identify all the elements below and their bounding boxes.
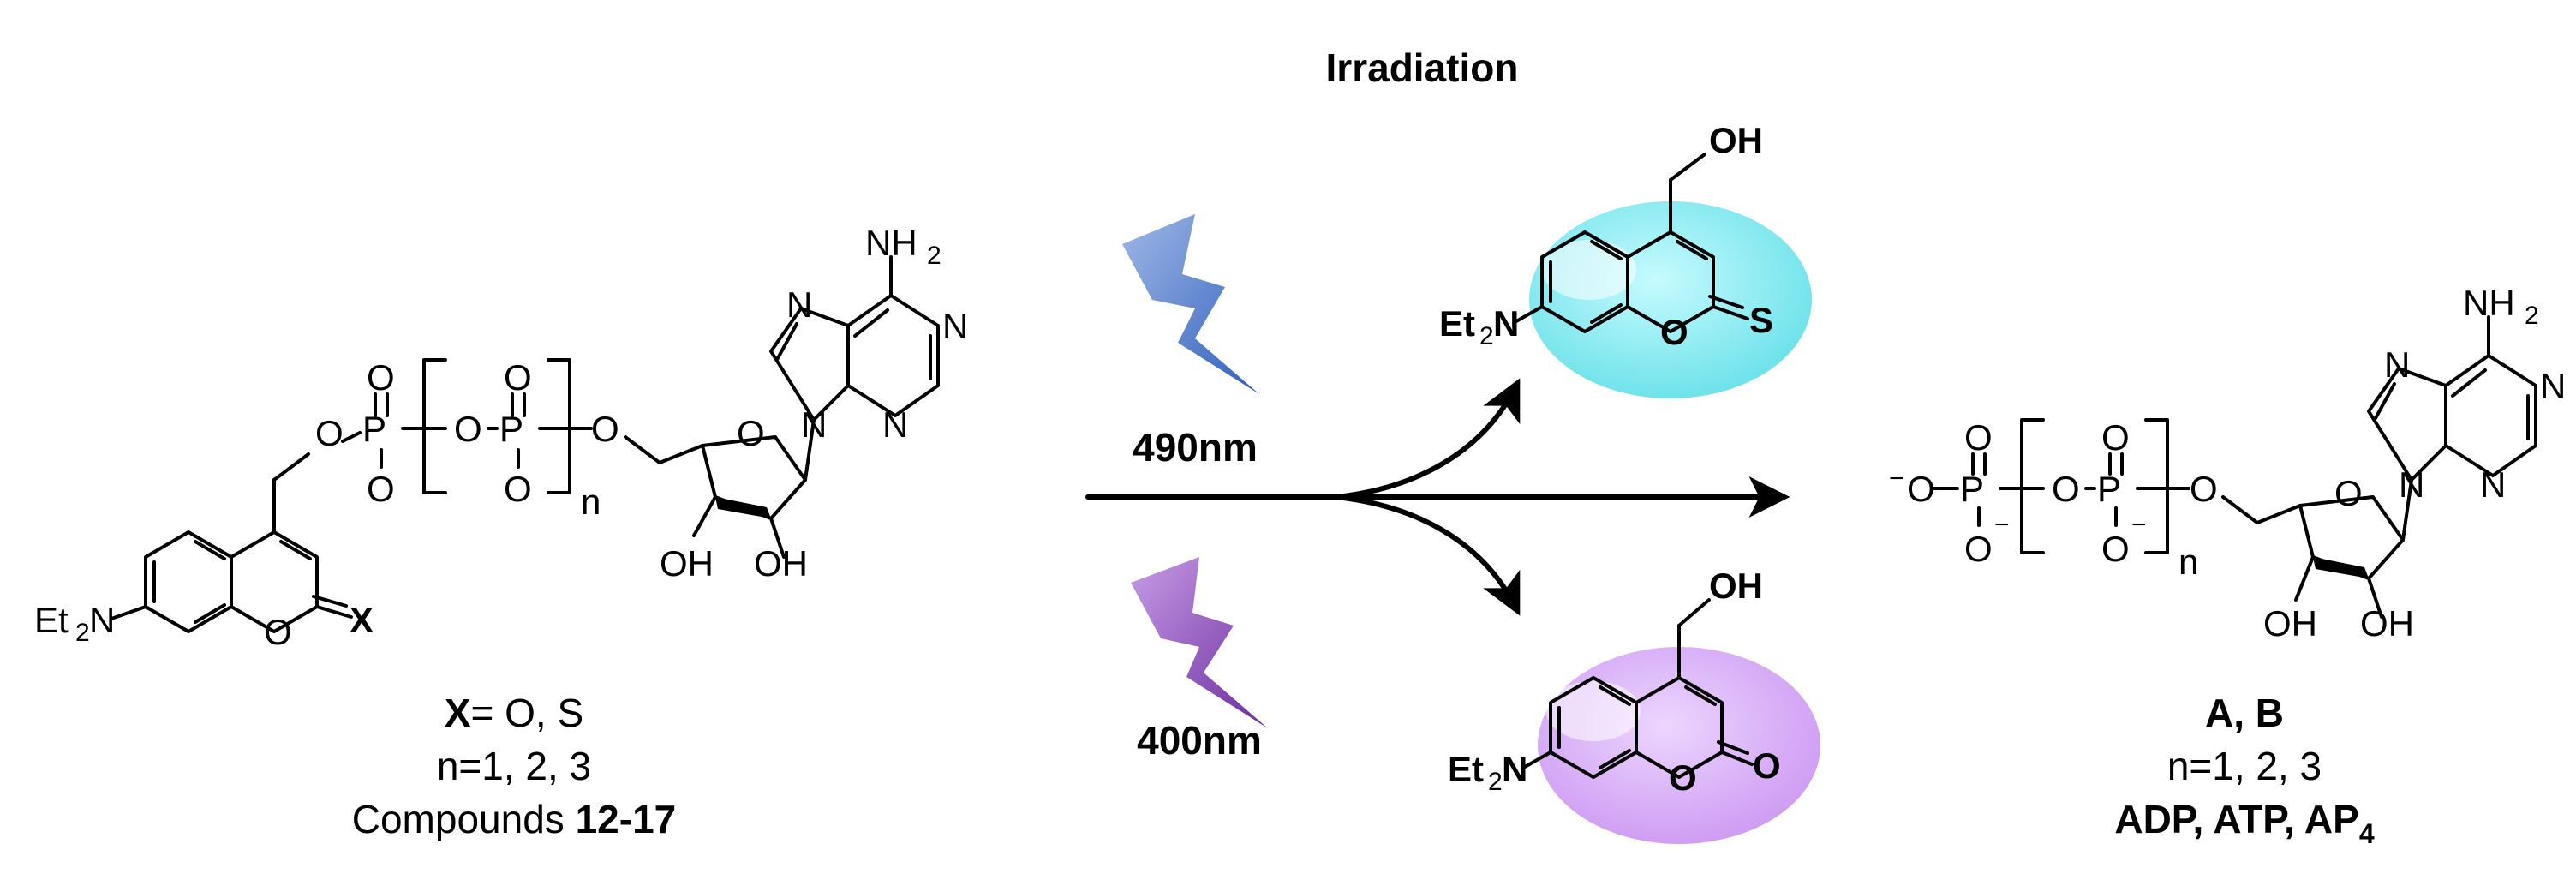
product-bracket-n: n xyxy=(2179,542,2198,582)
thiocoumarin-structure xyxy=(1515,153,1749,333)
reaction-arrow-branch-up xyxy=(1334,378,1521,500)
reactant-atom-n: N xyxy=(89,600,115,640)
product-n3: N xyxy=(2480,464,2506,505)
product-n9: N xyxy=(2399,464,2424,505)
product-bridge-o: O xyxy=(2052,469,2080,509)
reactant-bracket-n: n xyxy=(581,482,601,522)
reactant-nh2: NH xyxy=(865,223,917,263)
coumarin-n: N xyxy=(1502,749,1527,789)
reactant-n3: N xyxy=(882,404,908,445)
coumarin-carbonyl-o: O xyxy=(1753,745,1781,786)
reactant-o-ribose-link: O xyxy=(591,409,619,449)
product-nh2-sub: 2 xyxy=(2525,302,2539,330)
product-caption-n: n=1, 2, 3 xyxy=(2167,744,2322,788)
product-n1: N xyxy=(2540,366,2566,406)
product-p2-charge: − xyxy=(2131,511,2147,539)
reactant-p1: P xyxy=(362,409,386,449)
product-p1-o-bottom: O xyxy=(1964,529,1993,569)
reactant-p2-o-bottom: O xyxy=(504,469,532,509)
reaction-arrow-branch-down xyxy=(1334,494,1521,616)
product-ribose-o: O xyxy=(2334,473,2363,513)
thio-et-sub: 2 xyxy=(1479,322,1494,350)
reactant-atom-sub2: 2 xyxy=(75,619,90,647)
product-nh2: NH xyxy=(2463,283,2515,323)
reactant-n7: N xyxy=(786,284,812,325)
reactant-structure xyxy=(110,255,940,633)
reactant-ribose-o: O xyxy=(737,413,765,453)
product-p2-o-bottom: O xyxy=(2101,529,2130,569)
product-p1-charge: − xyxy=(1994,511,2010,539)
product-oh-right: OH xyxy=(2360,603,2414,644)
product-p2: P xyxy=(2097,469,2121,509)
product-o-terminal: O xyxy=(1907,469,1935,509)
reactant-nh2-sub: 2 xyxy=(927,242,941,270)
reactant-caption-n: n=1, 2, 3 xyxy=(437,744,591,788)
thio-n: N xyxy=(1493,303,1519,344)
lightning-bolt-blue-icon xyxy=(1122,214,1259,394)
irradiation-title: Irradiation xyxy=(1326,45,1519,90)
reactant-p1-o-top: O xyxy=(367,357,395,398)
reactant-atom-et: Et xyxy=(34,600,69,640)
reactant-n9: N xyxy=(801,404,827,445)
coumarin-et-sub: 2 xyxy=(1488,768,1503,796)
thio-s: S xyxy=(1749,300,1773,340)
product-caption-names: ADP, ATP, AP4 xyxy=(2114,797,2374,849)
wavelength-490: 490nm xyxy=(1133,425,1258,470)
product-o-ribose-link: O xyxy=(2190,469,2218,509)
wavelength-400: 400nm xyxy=(1137,718,1262,763)
thio-ring-o: O xyxy=(1660,312,1688,352)
product-n7: N xyxy=(2384,344,2410,385)
reactant-oh-left: OH xyxy=(660,543,714,584)
reactant-p2-o-top: O xyxy=(504,357,532,398)
thio-et: Et xyxy=(1439,303,1475,344)
reactant-oh-right: OH xyxy=(754,543,808,584)
product-p1: P xyxy=(1960,469,1984,509)
reactant-p2: P xyxy=(499,409,523,449)
product-oh-left: OH xyxy=(2263,603,2317,644)
lightning-bolt-violet-icon xyxy=(1131,557,1268,728)
product-p1-o-top: O xyxy=(1964,417,1993,458)
product-p2-o-top: O xyxy=(2101,417,2130,458)
product-o-terminal-charge: − xyxy=(1889,464,1904,493)
product-structure xyxy=(1930,315,2537,619)
reactant-n1: N xyxy=(942,306,968,346)
thio-oh: OH xyxy=(1709,120,1763,160)
reactant-caption-x: X= O, S xyxy=(445,691,583,735)
reactant-bridge-o: O xyxy=(454,409,482,449)
coumarin-et: Et xyxy=(1448,749,1484,789)
product-caption-ab: A, B xyxy=(2205,691,2284,735)
coumarin-oh: OH xyxy=(1709,566,1763,606)
coumarin-structure xyxy=(1523,598,1754,779)
coumarin-ring-o: O xyxy=(1669,757,1697,798)
reactant-ring-o: O xyxy=(264,612,292,652)
reactant-atom-x: X xyxy=(350,600,374,640)
reactant-o-linker: O xyxy=(315,413,344,453)
reactant-p1-o-bottom: O xyxy=(367,469,395,509)
reactant-caption-compounds: Compounds 12-17 xyxy=(352,797,676,841)
